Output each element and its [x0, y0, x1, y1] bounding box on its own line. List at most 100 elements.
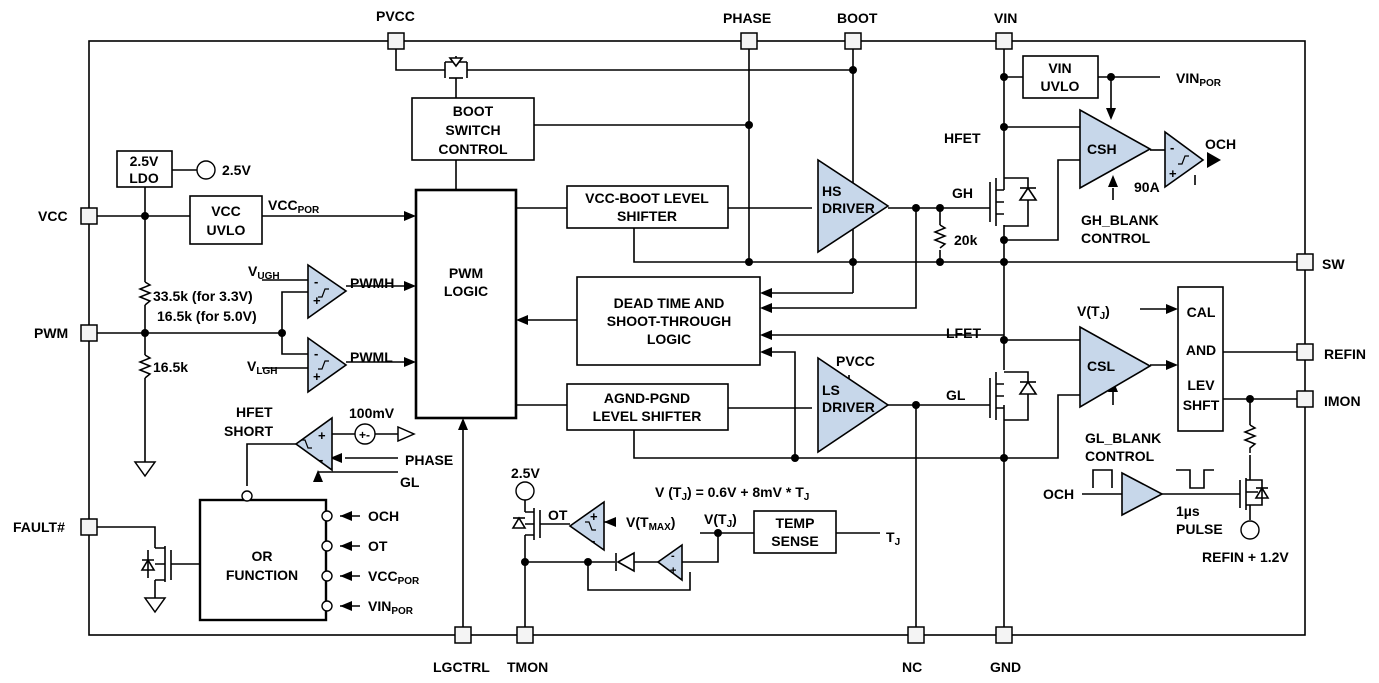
block-labels: BOOT SWITCH CONTROL 2.5V LDO VCC UVLO PW…	[129, 60, 1220, 583]
junction-dots	[141, 66, 1254, 566]
agnd-pgnd-label-1: AGND-PGND	[604, 390, 690, 406]
svg-text:-: -	[591, 533, 595, 548]
vin-uvlo-block	[1022, 55, 1099, 99]
pin-label-gnd: GND	[990, 659, 1021, 675]
resistor-20k	[932, 224, 948, 249]
or-in-ot: OT	[368, 538, 388, 554]
or-inversion-circles	[241, 490, 333, 612]
ldo-label-1: 2.5V	[130, 153, 159, 169]
pulse-label-2: PULSE	[1176, 521, 1223, 537]
tmon-diode	[615, 551, 635, 573]
pin-fault	[80, 518, 98, 536]
or-function-block	[198, 498, 328, 622]
ls-driver-label-2: DRIVER	[822, 399, 875, 415]
pin-pvcc	[387, 32, 405, 50]
cmp-gl-label: GL	[400, 474, 420, 490]
sources: +-	[196, 160, 1260, 540]
pin-label-phase: PHASE	[723, 10, 771, 26]
r1-label: 33.5k (for 3.3V)	[153, 288, 253, 304]
hs-driver-label-1: HS	[822, 183, 841, 199]
pin-label-refin: REFIN	[1324, 346, 1366, 362]
ldo-label-2: LDO	[129, 170, 159, 186]
pwm-logic-block	[414, 188, 518, 420]
pins	[80, 32, 1314, 644]
pulse-label-1: 1µs	[1176, 503, 1200, 519]
pin-phase	[740, 32, 758, 50]
hs-driver-label-2: DRIVER	[822, 200, 875, 216]
formula-label: V (TJ) = 0.6V + 8mV * TJ	[655, 484, 809, 503]
pin-tmon	[516, 626, 534, 644]
vcc-por-label: VCCPOR	[268, 197, 320, 216]
vcc-boot-shifter-label-2: SHIFTER	[617, 208, 677, 224]
blocks	[116, 55, 1224, 622]
vin-uvlo-label-1: VIN	[1048, 60, 1071, 76]
or-function-label-2: FUNCTION	[226, 567, 298, 583]
pin-label-fault: FAULT#	[13, 519, 65, 535]
hs-driver-amp	[817, 158, 890, 254]
fault-transistor	[140, 546, 172, 582]
pin-label-vcc: VCC	[38, 208, 68, 224]
svg-text:-: -	[319, 452, 323, 467]
pin-gnd	[995, 626, 1013, 644]
pin-pwm	[80, 324, 98, 342]
ground-symbols	[133, 461, 167, 614]
tj-label: TJ	[886, 529, 900, 548]
ls-driver-amp	[817, 356, 890, 454]
agnd-pgnd-label-2: LEVEL SHIFTER	[593, 408, 702, 424]
och-label: OCH	[1205, 136, 1236, 152]
cal-label-2: AND	[1186, 342, 1216, 358]
svg-text:+-: +-	[359, 428, 370, 442]
vin-por-label: VINPOR	[1176, 70, 1222, 89]
vcc-boot-shifter-label-1: VCC-BOOT LEVEL	[585, 190, 709, 206]
vtj-label: V(TJ)	[704, 511, 737, 530]
svg-text:+: +	[670, 565, 676, 577]
or-in-vinpor: VINPOR	[368, 598, 414, 617]
ldo-block	[116, 150, 173, 188]
or-in-vccpor: VCCPOR	[368, 568, 420, 587]
cal-vtj-label: V(TJ)	[1077, 303, 1110, 322]
pwml-comparator	[307, 336, 348, 394]
tmon-transistor	[511, 508, 541, 540]
ot-comparator	[568, 500, 605, 552]
amplifiers	[294, 108, 1205, 582]
gh-blank-label-2: CONTROL	[1081, 230, 1151, 246]
csh-label: CSH	[1087, 141, 1117, 157]
ot-label: OT	[548, 507, 568, 523]
hfet-short-label-2: SHORT	[224, 423, 273, 439]
pin-vcc	[80, 207, 98, 225]
pin-label-boot: BOOT	[837, 10, 878, 26]
csl-label: CSL	[1087, 358, 1115, 374]
hfet-short-label-1: HFET	[236, 404, 273, 420]
tmon-buffer	[656, 543, 683, 582]
refin-12-label: REFIN + 1.2V	[1202, 549, 1289, 565]
cal-block	[1177, 286, 1224, 432]
ls-pvcc-label: PVCC	[836, 353, 875, 369]
amp-labels: HS DRIVER LS DRIVER CSH CSL	[822, 141, 1117, 415]
och-in-label: OCH	[1043, 486, 1074, 502]
mv100-label: 100mV	[349, 405, 395, 421]
pin-label-lgctrl: LGCTRL	[433, 659, 490, 675]
svg-text:-: -	[314, 346, 318, 361]
lfet-label: LFET	[946, 325, 981, 341]
transistors	[140, 56, 1270, 582]
svg-text:+: +	[590, 509, 598, 524]
svg-text:-: -	[671, 550, 675, 562]
ls-driver-label-1: LS	[822, 382, 840, 398]
resistor-imon	[1242, 424, 1258, 453]
pin-label-pwm: PWM	[34, 325, 68, 341]
gl-label: GL	[946, 387, 966, 403]
hfet-transistor	[989, 177, 1038, 227]
pin-label-pvcc: PVCC	[376, 8, 415, 24]
comparator-signs: -+ -+ +- +- -+ -+	[301, 140, 1189, 577]
pwmh-label: PWMH	[350, 275, 394, 291]
boot-switch-transistor	[444, 56, 468, 82]
temp-sense-label-2: SENSE	[771, 533, 818, 549]
svg-text:-: -	[1170, 140, 1174, 155]
pwmh-comparator	[307, 263, 348, 320]
svg-text:+: +	[313, 293, 321, 308]
temp-sense-label-1: TEMP	[776, 515, 815, 531]
resistors	[137, 224, 1258, 453]
ldo-out-label: 2.5V	[222, 162, 251, 178]
signal-labels: 2.5V VCCPOR VUGH VLGH PWMH PWML 33.5k (f…	[153, 70, 1289, 617]
